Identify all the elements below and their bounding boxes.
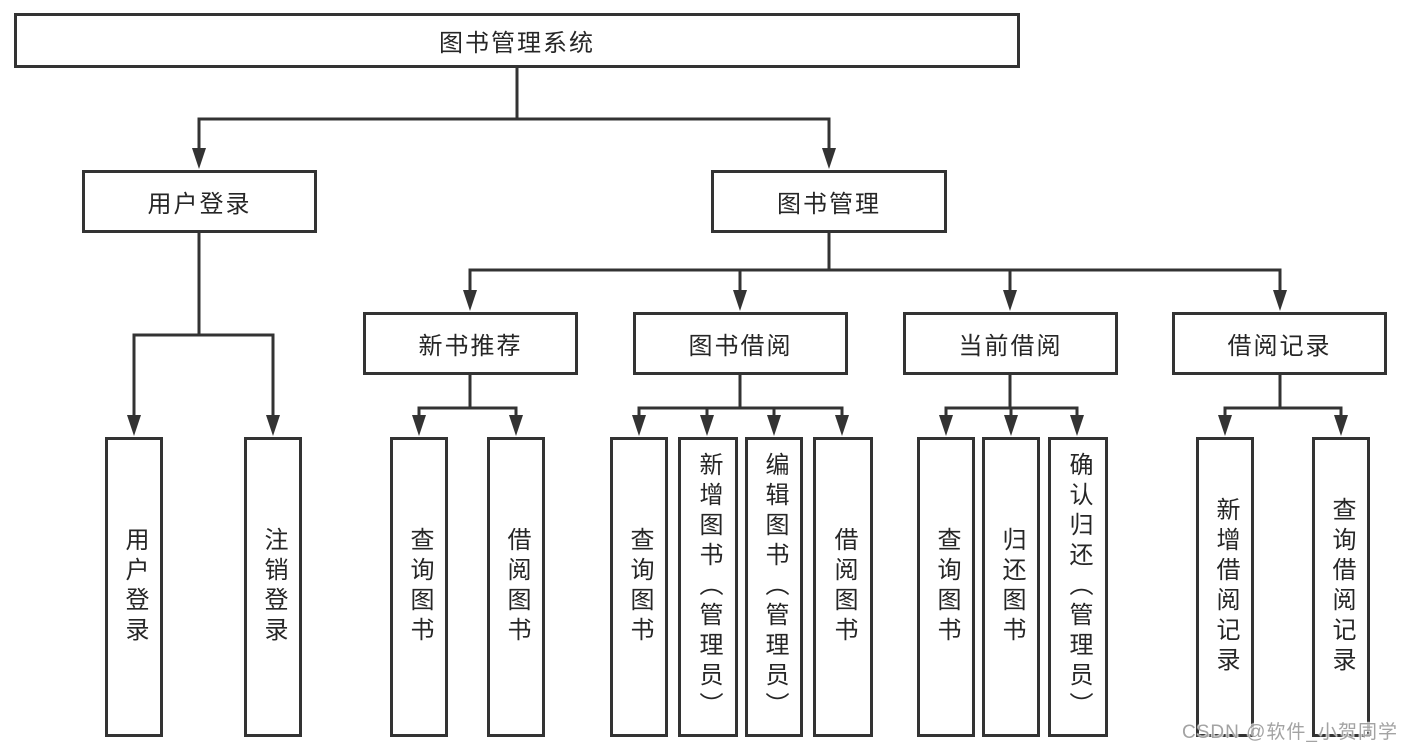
leaf-current-query-book-label: 查询图书	[933, 527, 960, 647]
leaf-user-login-label: 用户登录	[121, 527, 148, 647]
leaf-borrow-add-book-admin: 新增图书（管理员）	[678, 437, 738, 737]
arrowhead-icon	[632, 415, 646, 436]
leaf-logout-label: 注销登录	[260, 527, 287, 647]
arrowhead-icon	[412, 415, 426, 436]
node-root-system-label: 图书管理系统	[439, 30, 595, 57]
connector-root-to-level2	[192, 66, 836, 169]
arrowhead-icon	[1273, 290, 1287, 311]
arrowhead-icon	[1218, 415, 1232, 436]
leaf-borrow-edit-book-admin-label: 编辑图书（管理员）	[761, 452, 788, 722]
node-user-login-label: 用户登录	[147, 191, 252, 218]
node-book-management-label: 图书管理	[777, 191, 881, 218]
leaf-user-login: 用户登录	[105, 437, 163, 737]
arrowhead-icon	[1334, 415, 1348, 436]
arrowhead-icon	[266, 415, 280, 436]
connector-book-borrow-to-leaves	[632, 373, 849, 436]
leaf-current-confirm-return-admin: 确认归还（管理员）	[1048, 437, 1108, 737]
leaf-recommend-query-book-label: 查询图书	[406, 527, 433, 647]
arrowhead-icon	[1003, 290, 1017, 311]
arrowhead-icon	[1070, 415, 1084, 436]
node-user-login: 用户登录	[82, 170, 317, 233]
leaf-borrow-borrow-book: 借阅图书	[813, 437, 873, 737]
node-new-book-recommend-label: 新书推荐	[418, 333, 523, 360]
leaf-recommend-query-book: 查询图书	[390, 437, 448, 737]
node-book-management: 图书管理	[711, 170, 947, 233]
node-book-borrow-label: 图书借阅	[688, 333, 793, 360]
leaf-borrow-add-book-admin-label: 新增图书（管理员）	[695, 452, 722, 722]
node-borrow-record: 借阅记录	[1172, 312, 1387, 375]
connector-borrow-record-to-leaves	[1218, 373, 1348, 436]
arrowhead-icon	[700, 415, 714, 436]
node-borrow-record-label: 借阅记录	[1227, 333, 1332, 360]
leaf-recommend-borrow-book-label: 借阅图书	[503, 527, 530, 647]
arrowhead-icon	[767, 415, 781, 436]
node-book-borrow: 图书借阅	[633, 312, 848, 375]
arrowhead-icon	[835, 415, 849, 436]
arrowhead-icon	[939, 415, 953, 436]
connector-user-login-to-leaves	[127, 231, 280, 436]
arrowhead-icon	[192, 148, 206, 169]
connector-book-mgmt-to-level3	[463, 231, 1287, 311]
arrowhead-icon	[463, 290, 477, 311]
node-current-borrow: 当前借阅	[903, 312, 1118, 375]
leaf-current-confirm-return-admin-label: 确认归还（管理员）	[1065, 452, 1092, 722]
node-root-system: 图书管理系统	[14, 13, 1020, 68]
leaf-current-query-book: 查询图书	[917, 437, 975, 737]
leaf-borrow-borrow-book-label: 借阅图书	[830, 527, 857, 647]
leaf-logout: 注销登录	[244, 437, 302, 737]
leaf-borrow-query-book-label: 查询图书	[626, 527, 653, 647]
connector-current-borrow-to-leaves	[939, 373, 1084, 436]
leaf-current-return-book: 归还图书	[982, 437, 1040, 737]
leaf-record-query-borrow-record-label: 查询借阅记录	[1328, 497, 1355, 677]
arrowhead-icon	[127, 415, 141, 436]
leaf-record-add-borrow-record: 新增借阅记录	[1196, 437, 1254, 737]
arrowhead-icon	[509, 415, 523, 436]
leaf-current-return-book-label: 归还图书	[998, 527, 1025, 647]
csdn-watermark: CSDN @软件_小贺同学	[1182, 722, 1398, 743]
node-new-book-recommend: 新书推荐	[363, 312, 578, 375]
connector-new-book-rec-to-leaves	[412, 373, 523, 436]
leaf-recommend-borrow-book: 借阅图书	[487, 437, 545, 737]
arrowhead-icon	[1004, 415, 1018, 436]
leaf-borrow-edit-book-admin: 编辑图书（管理员）	[745, 437, 803, 737]
leaf-record-query-borrow-record: 查询借阅记录	[1312, 437, 1370, 737]
leaf-record-add-borrow-record-label: 新增借阅记录	[1212, 497, 1239, 677]
leaf-borrow-query-book: 查询图书	[610, 437, 668, 737]
arrowhead-icon	[733, 290, 747, 311]
arrowhead-icon	[822, 148, 836, 169]
node-current-borrow-label: 当前借阅	[958, 333, 1063, 360]
